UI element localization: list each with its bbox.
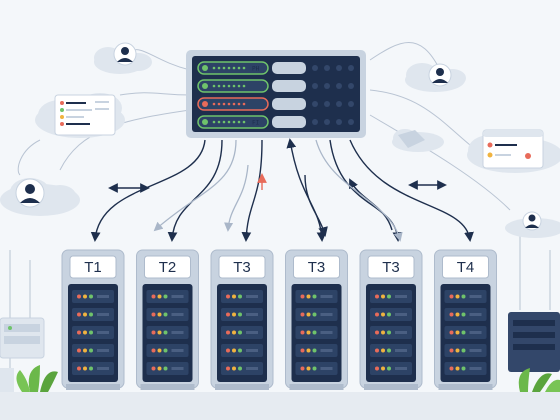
floor xyxy=(0,392,560,420)
plant-left xyxy=(16,365,58,392)
controller-row-tag: PH xyxy=(252,66,260,73)
controller-row xyxy=(197,79,306,93)
tier-label: T1 xyxy=(84,259,102,276)
config-panel-icon xyxy=(482,129,544,169)
controller-row: FI xyxy=(197,115,306,129)
user-icon xyxy=(428,63,452,87)
user-icon xyxy=(15,178,45,208)
tier-label: T3 xyxy=(382,259,400,276)
connector-t3a xyxy=(241,139,263,242)
storage-rack: T1 xyxy=(61,249,125,390)
storage-rack: T4 xyxy=(434,249,497,390)
tier-label: T3 xyxy=(233,259,251,276)
status-led xyxy=(202,83,208,89)
connector-mid-a xyxy=(304,174,328,237)
storage-controller: PH FI xyxy=(186,50,366,138)
status-led xyxy=(202,65,208,71)
connectors xyxy=(90,138,474,242)
tier-label: T3 xyxy=(308,259,326,276)
status-led xyxy=(202,119,208,125)
storage-rack: T3 xyxy=(210,249,274,390)
storage-rack: T2 xyxy=(136,249,199,390)
status-led xyxy=(202,101,208,107)
user-icon xyxy=(522,211,542,231)
controller-row-tag: FI xyxy=(252,120,260,127)
config-panel-icon xyxy=(54,94,116,136)
storage-rack: T3 xyxy=(285,249,348,390)
cloud-icon xyxy=(392,129,444,152)
user-icon xyxy=(113,42,137,66)
connector-t2 xyxy=(167,139,223,242)
tier-label: T2 xyxy=(159,259,177,276)
controller-row xyxy=(197,97,306,111)
connector-t1 xyxy=(90,139,206,242)
side-device-left xyxy=(0,317,45,392)
controller-dots xyxy=(312,65,354,125)
tier-label: T4 xyxy=(457,259,475,276)
side-device-right xyxy=(508,312,560,372)
controller-row: PH xyxy=(197,61,306,75)
connectors-light xyxy=(153,139,403,242)
connector-t4 xyxy=(349,139,474,242)
plant-right xyxy=(518,368,560,392)
connector-t3c xyxy=(329,139,403,242)
storage-rack: T3 xyxy=(359,249,423,390)
